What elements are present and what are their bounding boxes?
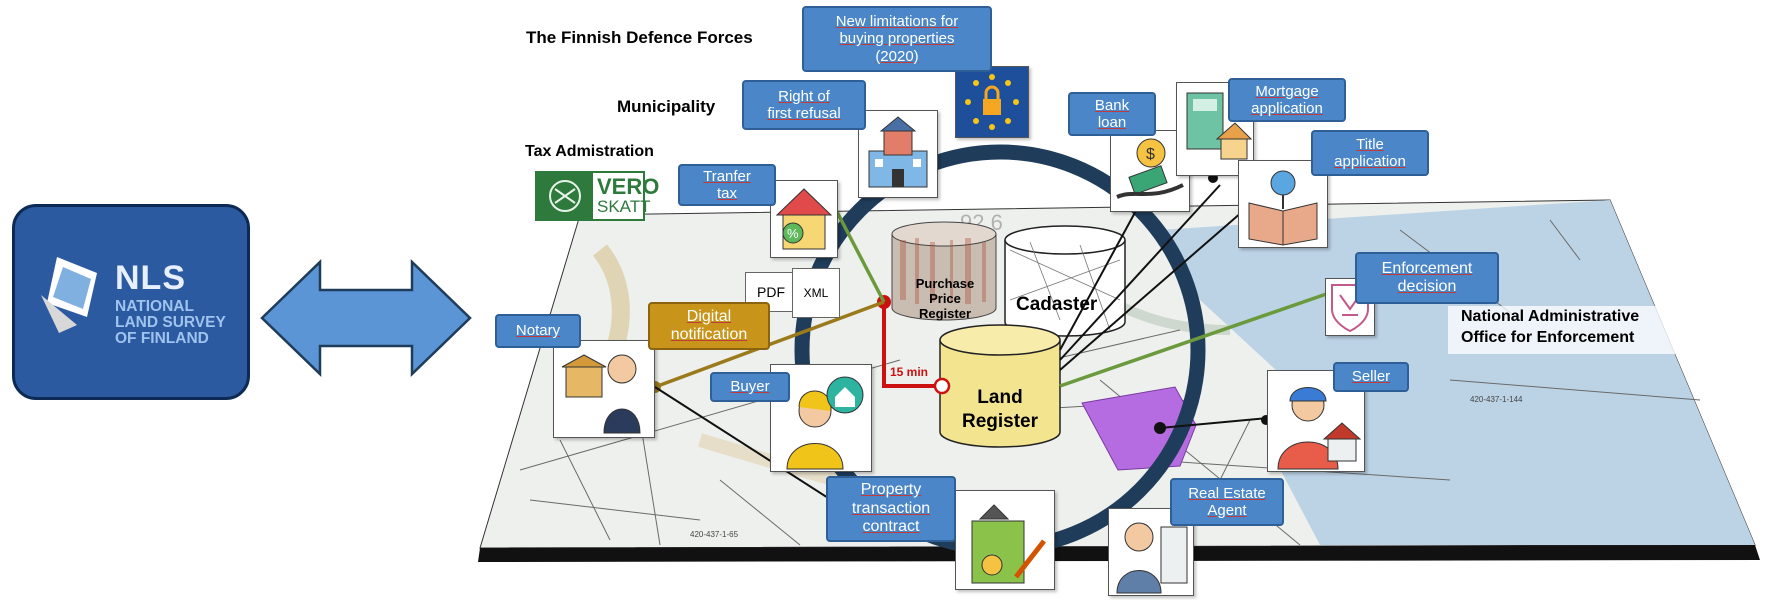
vero-skatt-logo: VERO SKATT [535, 171, 659, 221]
green-connectors [834, 209, 1339, 388]
delay-connector [882, 302, 940, 388]
svg-text:$: $ [1146, 146, 1155, 163]
eu-lock-icon [955, 66, 1029, 138]
cadaster-register [1004, 225, 1126, 337]
label-enforcement-office-2: Office for Enforcement [1461, 329, 1635, 346]
map-parcel-text: 420-437-1-65 [690, 530, 739, 539]
land-register [939, 324, 1061, 448]
nls-emblem-icon [41, 257, 97, 333]
notary-person-icon [553, 340, 655, 438]
svg-text:%: % [787, 226, 799, 241]
real-estate-agent-icon [1108, 508, 1194, 596]
exchange-double-arrow [260, 259, 472, 377]
cadaster-label: Cadaster [1016, 294, 1098, 315]
title-book-icon [1238, 160, 1328, 248]
nls-name-line-3: OF FINLAND [115, 330, 209, 347]
black-connectors [654, 184, 1269, 513]
enforcement-office-label-bg [1448, 306, 1676, 354]
xml-file-icon: XML [792, 268, 840, 318]
municipal-building-icon [858, 110, 938, 198]
nls-logo-tile: NLS NATIONAL LAND SURVEY OF FINLAND [12, 204, 250, 400]
map-parcel-text: 420-437-1-144 [1470, 395, 1523, 404]
nls-name-line-1: NATIONAL [115, 298, 194, 315]
buyer-person-icon [770, 364, 872, 472]
box-seller: Seller [1333, 362, 1409, 392]
box-buyer: Buyer [710, 372, 790, 402]
nls-name-line-2: LAND SURVEY [115, 314, 226, 331]
skatt-text: SKATT [597, 197, 651, 216]
delay-label: 15 min [890, 365, 929, 379]
label-defence-forces: The Finnish Defence Forces [526, 28, 753, 47]
purchase-price-register [891, 221, 997, 321]
box-notary: Notary [495, 314, 581, 348]
vero-text: VERO [597, 174, 660, 199]
nls-abbreviation: NLS [115, 259, 186, 297]
contract-document-icon [955, 490, 1055, 590]
label-municipality: Municipality [617, 97, 716, 116]
house-percent-icon: % [770, 180, 838, 258]
seller-person-icon [1267, 370, 1365, 472]
vero-emblem-icon [537, 173, 593, 219]
label-tax-administration: Tax Admistration [525, 143, 654, 160]
label-enforcement-office-1: National Administrative [1461, 308, 1640, 325]
